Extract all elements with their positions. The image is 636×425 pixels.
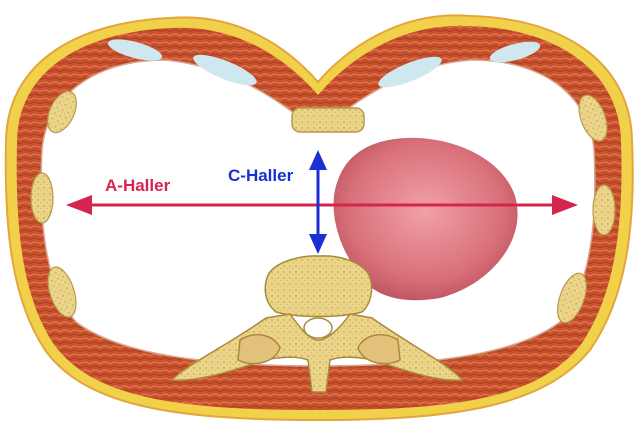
vertebral-body [265, 256, 371, 317]
rib-right-2 [593, 185, 615, 235]
a-haller-label: A-Haller [105, 176, 170, 196]
rib-left-2 [31, 173, 53, 223]
sternum [292, 108, 364, 132]
spinal-canal [304, 318, 332, 338]
c-haller-label: C-Haller [228, 166, 293, 186]
